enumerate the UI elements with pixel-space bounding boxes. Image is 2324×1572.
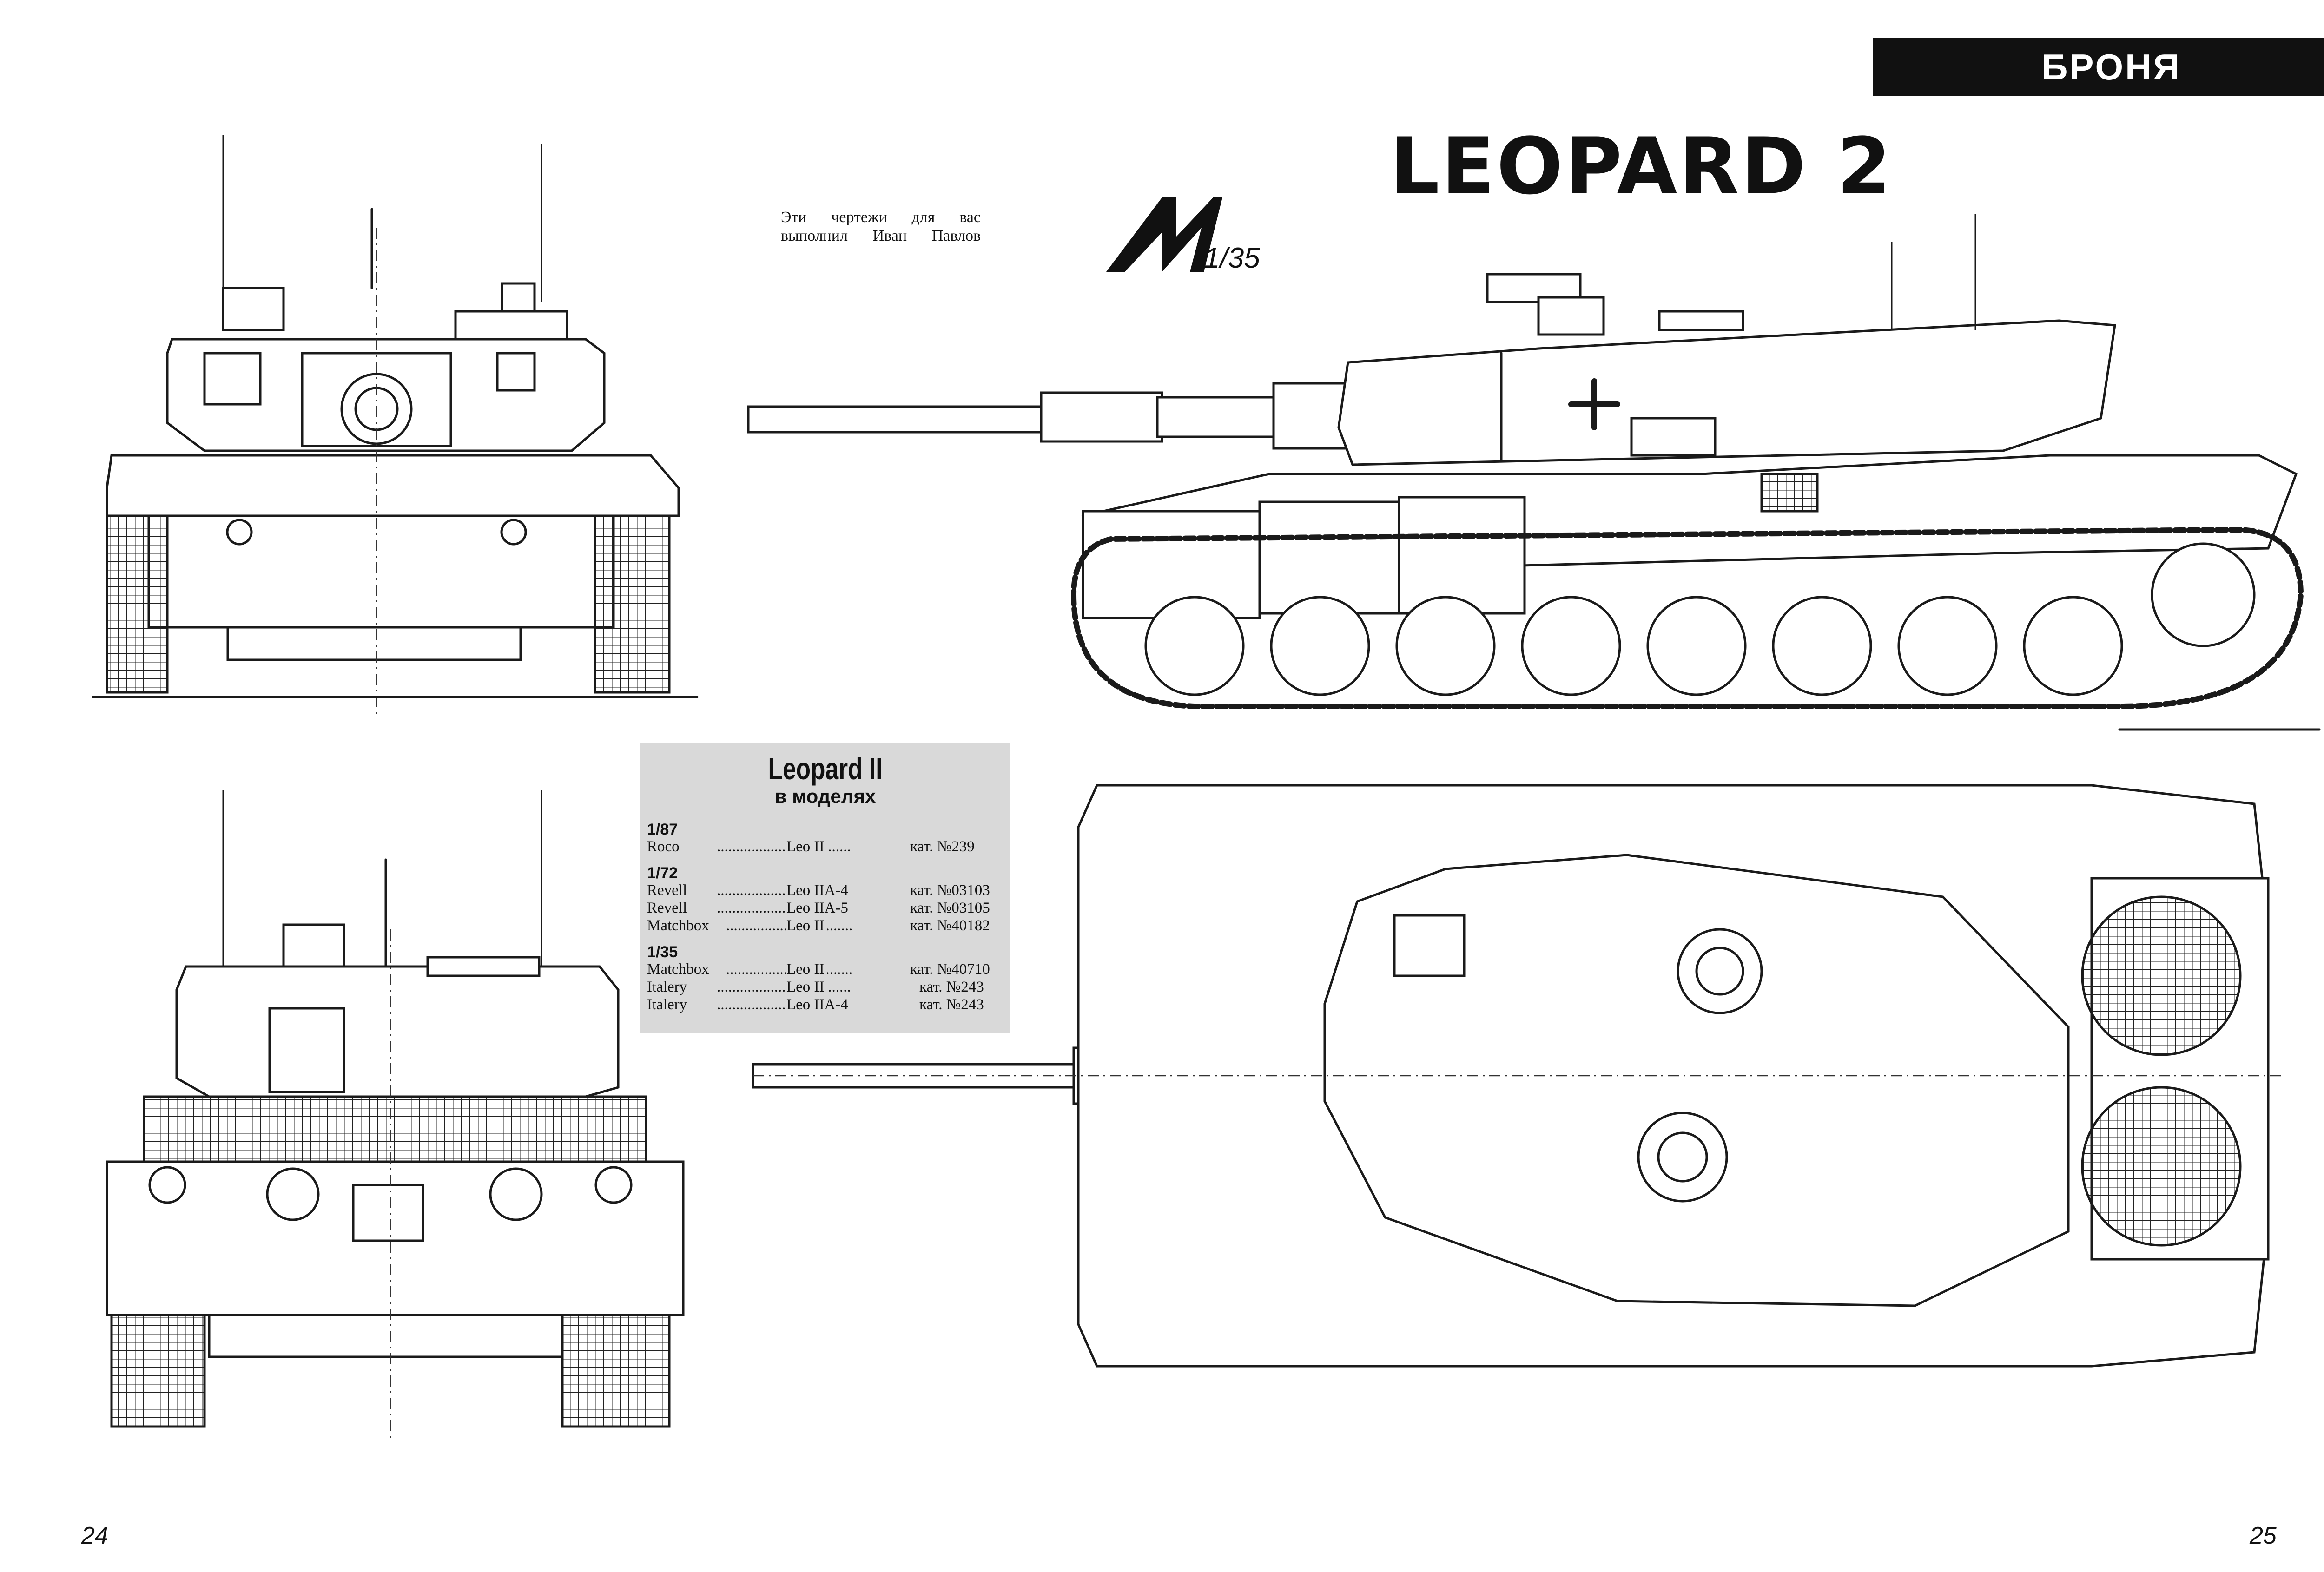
front-view-drawing bbox=[93, 135, 697, 739]
list-item: Italery ................................… bbox=[647, 995, 984, 1014]
models-title: Leopard II bbox=[768, 751, 883, 786]
list-item: Revell .................................… bbox=[647, 881, 990, 900]
scale-group-header: 1/72 bbox=[647, 864, 678, 882]
rear-view-drawing bbox=[93, 790, 697, 1440]
scale-group-header: 1/35 bbox=[647, 943, 678, 961]
drawing-credit: Эти чертежи для вас выполнил Иван Павлов bbox=[781, 209, 981, 244]
section-label: БРОНЯ bbox=[2041, 46, 2181, 87]
scale-group-header: 1/87 bbox=[647, 821, 678, 838]
side-view-drawing bbox=[748, 214, 2324, 748]
list-item: Italery ................................… bbox=[647, 978, 984, 996]
models-list-box: Leopard II в моделях 1/87 Roco .........… bbox=[640, 743, 1010, 1033]
top-view-drawing bbox=[753, 785, 2282, 1366]
section-banner: БРОНЯ bbox=[1873, 38, 2324, 96]
page-number-left: 24 bbox=[81, 1522, 108, 1549]
list-item: Matchbox ...............................… bbox=[647, 960, 990, 979]
list-item: Matchbox ...............................… bbox=[647, 916, 990, 935]
page-number-right: 25 bbox=[2250, 1522, 2277, 1549]
list-item: Revell .................................… bbox=[647, 899, 990, 917]
m-logo-icon bbox=[1106, 197, 1222, 272]
list-item: Roco ...................................… bbox=[647, 837, 975, 856]
scale-label: 1/35 bbox=[1204, 242, 1260, 274]
page-title: LEOPARD 2 bbox=[1390, 121, 1893, 212]
models-subtitle: в моделях bbox=[774, 785, 876, 807]
